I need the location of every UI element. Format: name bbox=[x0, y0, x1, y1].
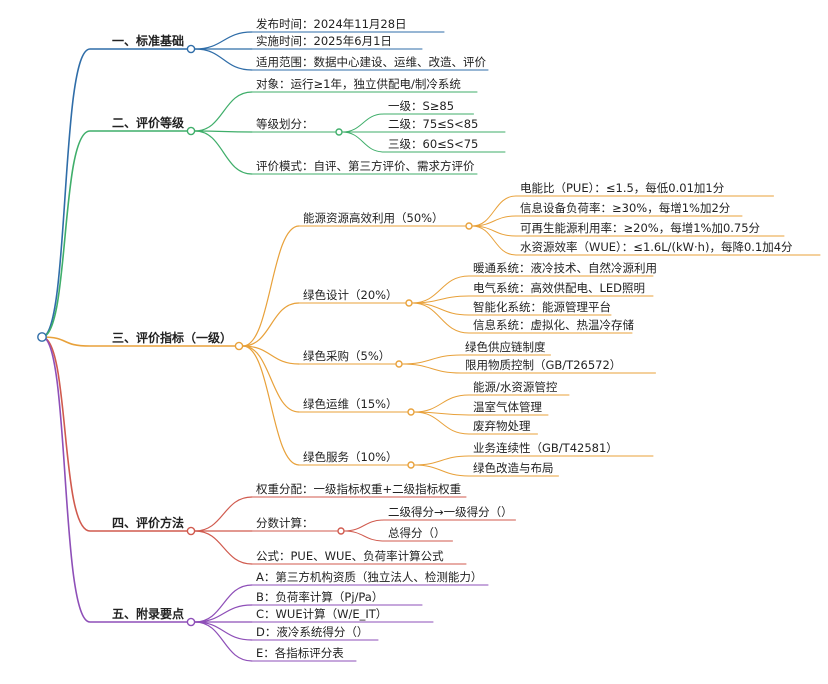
edge-b4-item-2-sub-1 bbox=[343, 519, 385, 532]
node-circle-b2-item-2[interactable] bbox=[335, 128, 343, 136]
node-b2-item-2-sub-2[interactable]: 二级：75≤S<85 bbox=[388, 117, 479, 131]
node-b2-item-2[interactable]: 等级划分： bbox=[256, 117, 314, 131]
node-b3-item-4[interactable]: 绿色运维（15%） bbox=[303, 397, 398, 411]
node-b2-item-2-sub-3[interactable]: 三级：60≤S<75 bbox=[388, 137, 479, 151]
edge-b2-item-2-sub-3 bbox=[341, 131, 385, 153]
branch-label-4[interactable]: 四、评价方法 bbox=[112, 516, 185, 530]
node-b5-item-4[interactable]: D：液冷系统得分（） bbox=[256, 625, 369, 639]
branch-label-2[interactable]: 二、评价等级 bbox=[112, 116, 185, 130]
edge-b3-item-3-sub-2 bbox=[401, 363, 462, 374]
node-circle-b3-item-1[interactable] bbox=[465, 222, 473, 230]
node-b3-item-2-sub-1[interactable]: 暖通系统：液冷技术、自然冷源利用 bbox=[473, 261, 657, 275]
edge-b3-item-1-sub-4 bbox=[471, 225, 517, 256]
branch-label-5[interactable]: 五、附录要点 bbox=[112, 607, 185, 621]
node-circle-b3-item-3[interactable] bbox=[395, 360, 403, 368]
node-b1-item-3[interactable]: 适用范围：数据中心建设、运维、改造、评价 bbox=[256, 55, 486, 69]
node-b2-item-1[interactable]: 对象：运行≥1年，独立供配电/制冷系统 bbox=[256, 77, 461, 91]
branch-label-1[interactable]: 一、标准基础 bbox=[112, 34, 185, 48]
branch-node-2[interactable] bbox=[186, 126, 196, 136]
mindmap-edges bbox=[41, 31, 821, 662]
edge-root-branch-5 bbox=[41, 336, 189, 623]
node-b4-item-1[interactable]: 权重分配：一级指标权重+二级指标权重 bbox=[256, 482, 462, 496]
branch-label-3[interactable]: 三、评价指标（一级） bbox=[112, 331, 233, 345]
edge-b5-item-4 bbox=[194, 621, 253, 641]
node-b3-item-2-sub-4[interactable]: 信息系统：虚拟化、热温冷存储 bbox=[473, 318, 634, 332]
edge-b3-item-5-sub-1 bbox=[413, 455, 470, 466]
node-b3-item-1-sub-4[interactable]: 水资源效率（WUE）：≤1.6L/(kW·h)，每降0.1加4分 bbox=[520, 240, 793, 254]
edge-b3-item-3-sub-1 bbox=[401, 354, 462, 365]
edge-b3-item-2-sub-3 bbox=[411, 302, 470, 316]
node-b3-item-3[interactable]: 绿色采购（5%） bbox=[303, 349, 391, 363]
edge-b3-item-4-sub-3 bbox=[413, 411, 470, 435]
branch-node-5[interactable] bbox=[186, 617, 196, 627]
node-b3-item-5[interactable]: 绿色服务（10%） bbox=[303, 450, 398, 464]
edge-b3-item-2-sub-4 bbox=[411, 302, 470, 334]
edge-b3-item-2-sub-1 bbox=[411, 275, 470, 304]
edge-root-branch-1 bbox=[41, 48, 189, 338]
node-circle-b3-item-5[interactable] bbox=[407, 461, 415, 469]
edge-b3-item-3 bbox=[242, 345, 300, 365]
edge-b4-item-1 bbox=[194, 496, 253, 532]
edge-b3-item-4 bbox=[242, 345, 300, 413]
node-b2-item-2-sub-1[interactable]: 一级：S≥85 bbox=[388, 99, 455, 113]
branch-node-1[interactable] bbox=[186, 44, 196, 54]
edge-b1-item-3 bbox=[194, 48, 253, 71]
node-b4-item-2-sub-1[interactable]: 二级得分→一级得分（） bbox=[388, 505, 513, 519]
edge-b5-item-1 bbox=[194, 584, 253, 623]
root-node[interactable] bbox=[37, 332, 47, 342]
node-b5-item-3[interactable]: C：WUE计算（W/E_IT） bbox=[256, 607, 388, 621]
edge-b3-item-1-sub-1 bbox=[471, 195, 517, 227]
edge-root-branch-4 bbox=[41, 336, 189, 532]
node-b5-item-5[interactable]: E：各指标评分表 bbox=[256, 646, 344, 660]
edge-b2-item-3 bbox=[194, 130, 253, 175]
node-circle-b3-item-2[interactable] bbox=[405, 299, 413, 307]
node-b3-item-1[interactable]: 能源资源高效利用（50%） bbox=[303, 211, 444, 225]
node-b4-item-2[interactable]: 分数计算： bbox=[256, 516, 314, 530]
edge-b3-item-1 bbox=[242, 225, 300, 347]
node-b3-item-3-sub-2[interactable]: 限用物质控制（GB/T26572） bbox=[465, 358, 622, 372]
node-b4-item-3[interactable]: 公式：PUE、WUE、负荷率计算公式 bbox=[256, 549, 444, 563]
node-b2-item-3[interactable]: 评价模式：自评、第三方评价、需求方评价 bbox=[256, 159, 475, 173]
node-b3-item-4-sub-2[interactable]: 温室气体管理 bbox=[473, 400, 542, 414]
node-b4-item-2-sub-2[interactable]: 总得分（） bbox=[388, 526, 446, 540]
edge-b3-item-1-sub-2 bbox=[471, 215, 517, 227]
mindmap-nodes bbox=[37, 44, 473, 627]
edge-b3-item-5 bbox=[242, 345, 300, 466]
edge-b2-item-2 bbox=[194, 130, 253, 133]
node-b3-item-1-sub-2[interactable]: 信息设备负荷率：≥30%，每增1%加2分 bbox=[520, 201, 731, 215]
edge-b4-item-2-sub-2 bbox=[343, 530, 385, 542]
node-b3-item-4-sub-3[interactable]: 废弃物处理 bbox=[473, 419, 531, 433]
node-b3-item-5-sub-2[interactable]: 绿色改造与布局 bbox=[473, 461, 554, 475]
node-b3-item-3-sub-1[interactable]: 绿色供应链制度 bbox=[465, 340, 546, 354]
node-b3-item-2-sub-3[interactable]: 智能化系统：能源管理平台 bbox=[473, 300, 611, 314]
edge-b5-item-5 bbox=[194, 621, 253, 662]
edge-b2-item-2-sub-1 bbox=[341, 113, 385, 133]
node-b3-item-2-sub-2[interactable]: 电气系统：高效供配电、LED照明 bbox=[473, 281, 646, 295]
node-b5-item-1[interactable]: A：第三方机构资质（独立法人、检测能力） bbox=[256, 570, 483, 584]
branch-node-4[interactable] bbox=[186, 526, 196, 536]
edge-root-branch-2 bbox=[41, 130, 189, 338]
branch-node-3[interactable] bbox=[234, 341, 244, 351]
node-circle-b3-item-4[interactable] bbox=[407, 408, 415, 416]
edge-b3-item-4-sub-1 bbox=[413, 394, 470, 413]
node-b5-item-2[interactable]: B：负荷率计算（Pj/Pa） bbox=[256, 590, 384, 604]
node-b3-item-2[interactable]: 绿色设计（20%） bbox=[303, 288, 398, 302]
edge-root-branch-3 bbox=[41, 336, 237, 347]
edge-b5-item-2 bbox=[194, 604, 253, 623]
node-b3-item-1-sub-3[interactable]: 可再生能源利用率：≥20%，每增1%加0.75分 bbox=[520, 221, 761, 235]
node-b1-item-2[interactable]: 实施时间：2025年6月1日 bbox=[256, 34, 392, 48]
edge-b4-item-3 bbox=[194, 530, 253, 565]
node-b1-item-1[interactable]: 发布时间：2024年11月28日 bbox=[256, 17, 407, 31]
node-b3-item-4-sub-1[interactable]: 能源/水资源管控 bbox=[473, 380, 558, 394]
node-b3-item-1-sub-1[interactable]: 电能比（PUE）：≤1.5，每低0.01加1分 bbox=[520, 181, 725, 195]
node-circle-b4-item-2[interactable] bbox=[337, 527, 345, 535]
node-b3-item-5-sub-1[interactable]: 业务连续性（GB/T42581） bbox=[473, 441, 618, 455]
edge-b1-item-1 bbox=[194, 31, 253, 50]
edge-b3-item-5-sub-2 bbox=[413, 464, 470, 477]
edge-b3-item-2 bbox=[242, 302, 300, 347]
edge-b2-item-1 bbox=[194, 91, 253, 132]
